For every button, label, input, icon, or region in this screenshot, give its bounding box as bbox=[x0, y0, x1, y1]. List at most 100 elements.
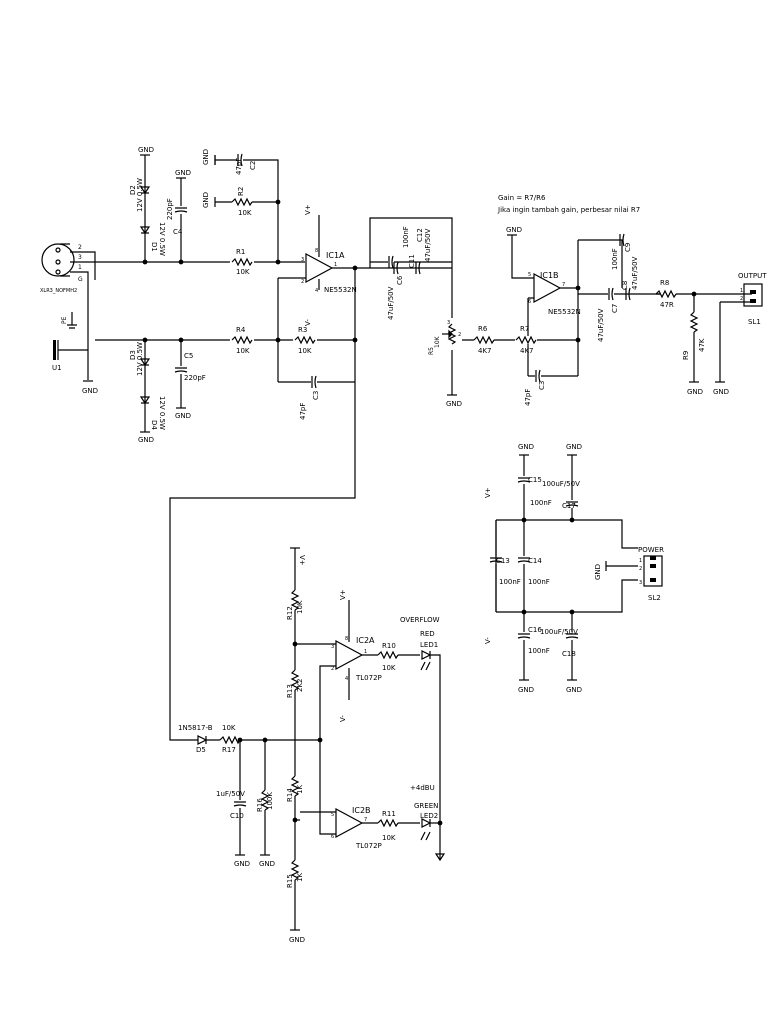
r7-label: R7 bbox=[520, 325, 529, 333]
power-label: POWER bbox=[638, 546, 664, 554]
c15-value: 100nF bbox=[530, 499, 552, 507]
c17-value: 100uF/50V bbox=[542, 480, 580, 488]
r15-value: 1K bbox=[296, 873, 304, 882]
xlr-part: XLR3_NOFMH2 bbox=[40, 288, 77, 294]
ic1a-pin3: 3 bbox=[301, 257, 304, 263]
c3b-label: C3 bbox=[538, 381, 546, 390]
ic1b-pin5: 5 bbox=[528, 272, 531, 278]
divider-chain: V+ R12 10K R13 2K2 R14 1K R15 1K GND bbox=[286, 547, 306, 944]
r6-label: R6 bbox=[478, 325, 488, 333]
ic1b-stage: Gain = R7/R6 Jika ingin tambah gain, per… bbox=[497, 194, 767, 406]
ic2a-part: TL072P bbox=[355, 674, 382, 682]
res-r16: R16 100K GND bbox=[256, 737, 275, 868]
gnd-ic1b: GND bbox=[506, 226, 522, 234]
c8-value: 47uF/50V bbox=[631, 256, 639, 290]
overflow-label: OVERFLOW bbox=[400, 616, 440, 624]
sl2-pin3: 3 bbox=[639, 580, 642, 586]
led1-label: LED1 bbox=[420, 641, 438, 649]
sl2-pin1: 1 bbox=[639, 558, 642, 564]
gnd-r16: GND bbox=[259, 860, 275, 868]
gnd-d4: GND bbox=[138, 436, 154, 444]
c4-label: C4 bbox=[173, 228, 183, 236]
gain-note: Jika ingin tambah gain, perbesar nilai R… bbox=[497, 206, 640, 214]
c7-value: 47uF/50V bbox=[597, 308, 605, 342]
c14-label: C14 bbox=[528, 557, 542, 565]
ic2b-pin6: 6 bbox=[331, 834, 334, 840]
pin-1: 1 bbox=[78, 264, 82, 271]
gnd-c10: GND bbox=[234, 860, 250, 868]
diode-d5: 1N5817-B D5 bbox=[178, 724, 320, 754]
c6-label: C6 bbox=[396, 275, 404, 285]
power-vplus: V+ bbox=[484, 487, 492, 498]
power-vminus: V- bbox=[484, 637, 492, 644]
r10-value: 10K bbox=[382, 664, 396, 672]
r9-value: 47K bbox=[698, 338, 706, 352]
ic1a-pin8: 8 bbox=[315, 248, 318, 254]
res-r7: R7 4K7 bbox=[515, 325, 578, 355]
gain-formula: Gain = R7/R6 bbox=[498, 194, 546, 202]
opamp-ic1a: V+ V- IC1A NE5532N 3 2 8 4 1 bbox=[169, 204, 452, 741]
r8-label: R8 bbox=[660, 279, 669, 287]
c11-value: 100nF bbox=[402, 226, 410, 248]
ic2b-pin5: 5 bbox=[331, 812, 334, 818]
r1-value: 10K bbox=[236, 268, 250, 276]
ic1a-vminus: V- bbox=[304, 319, 312, 326]
led-led2: +4dBU GREEN LED2 bbox=[410, 784, 443, 841]
power-section: V+ V- GND GND GND GND GND C15 100nF 100u… bbox=[484, 443, 664, 694]
c2-label: C2 bbox=[249, 161, 257, 170]
c9-label: C9 bbox=[624, 243, 632, 252]
r6-value: 4K7 bbox=[478, 347, 492, 355]
pin-g: G bbox=[78, 276, 83, 283]
u1-label: U1 bbox=[52, 364, 62, 372]
c3-value: 47pF bbox=[299, 403, 307, 420]
u1-jack: U1 GND bbox=[52, 340, 98, 395]
r14-label: R14 bbox=[286, 788, 294, 802]
cap-c3: 47pF C3 bbox=[278, 375, 355, 420]
r5-pin2: 2 bbox=[458, 332, 461, 338]
res-r8: R8 47R bbox=[655, 279, 738, 309]
ic1b-part: NE5532N bbox=[548, 308, 581, 316]
c5-value: 220pF bbox=[184, 374, 206, 382]
c15-label: C15 bbox=[528, 476, 542, 484]
ic2a-pin3: 3 bbox=[331, 644, 334, 650]
led1-color: RED bbox=[420, 630, 435, 638]
sl1-pin1: 1 bbox=[740, 288, 743, 294]
c10-value: 1uF/50V bbox=[216, 790, 245, 798]
res-r2: GND R2 10K bbox=[202, 187, 281, 217]
c7-label: C7 bbox=[611, 304, 619, 313]
sl2-label: SL2 bbox=[648, 594, 661, 602]
coupling-section: 100nF C11 C12 47uF/50V 47uF/50V C6 R5 10… bbox=[369, 217, 528, 408]
r5-value: 10K bbox=[434, 335, 441, 348]
ic2a-pin8: 8 bbox=[345, 636, 348, 642]
led2-label: LED2 bbox=[420, 812, 438, 820]
dbu-label: +4dBU bbox=[410, 784, 435, 792]
led-led1: OVERFLOW RED LED1 bbox=[400, 616, 446, 862]
r4-value: 10K bbox=[236, 347, 250, 355]
r5-label: R5 bbox=[428, 347, 435, 355]
cap-c2: GND 47pF C2 bbox=[202, 149, 279, 262]
ic2a-pin2: 2 bbox=[331, 666, 334, 672]
cap-c3b: 47pF C3 bbox=[524, 369, 578, 406]
r11-value: 10K bbox=[382, 834, 396, 842]
d4-label: D4 bbox=[150, 420, 158, 430]
r3-label: R3 bbox=[298, 326, 307, 334]
c3b-value: 47pF bbox=[524, 389, 532, 406]
gnd-u1: GND bbox=[82, 387, 98, 395]
pin-2: 2 bbox=[78, 244, 82, 251]
ic1a-vplus: V+ bbox=[304, 204, 312, 215]
c18-value: 100uF/50V bbox=[540, 628, 578, 636]
res-r3: R3 10K bbox=[293, 326, 317, 355]
ic1a-part: NE5532N bbox=[324, 286, 357, 294]
ic2a-label: IC2A bbox=[356, 636, 375, 645]
cap-c6: 47uF/50V C6 bbox=[387, 261, 404, 320]
power-connector: POWER 1 2 3 SL2 bbox=[638, 546, 664, 602]
ic1b-pin7: 7 bbox=[562, 282, 565, 288]
c17-label: C17 bbox=[562, 502, 576, 510]
gnd-c4: GND bbox=[175, 169, 191, 177]
d2-label: D2 bbox=[129, 185, 137, 195]
gnd-power: GND bbox=[594, 564, 602, 580]
ic2b-pin7: 7 bbox=[364, 817, 367, 823]
gnd-c15: GND bbox=[518, 443, 534, 451]
d3-label: D3 bbox=[129, 350, 137, 360]
